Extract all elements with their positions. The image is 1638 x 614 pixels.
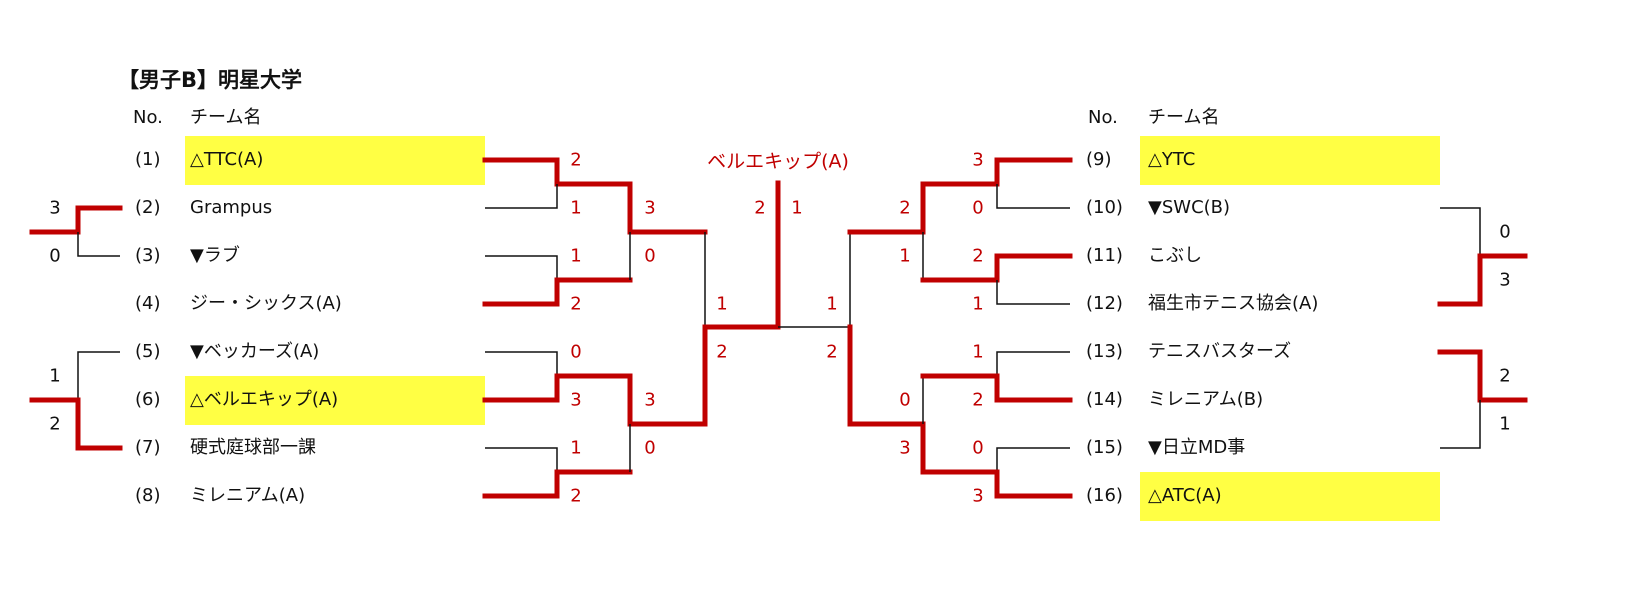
team-number: (12): [1086, 293, 1123, 314]
score: 0: [644, 245, 656, 267]
highlight-team-6: [185, 376, 485, 425]
score: 2: [754, 197, 766, 219]
team-name: テニスバスターズ: [1148, 341, 1292, 362]
score: 1: [972, 293, 984, 315]
score: 0: [899, 389, 911, 411]
score: 3: [570, 389, 582, 411]
team-name: ミレニアム(A): [190, 485, 306, 506]
team-number: (5): [135, 341, 161, 362]
score: 1: [826, 293, 838, 315]
score: 2: [899, 197, 911, 219]
right-no-header: No.: [1088, 107, 1118, 128]
team-name: ▼SWC(B): [1148, 197, 1231, 218]
highlight-team-16: [1140, 472, 1440, 521]
team-number: (3): [135, 245, 161, 266]
left-no-header: No.: [133, 107, 163, 128]
score: 2: [570, 485, 582, 507]
team-name: ミレニアム(B): [1148, 389, 1264, 410]
team-name: Grampus: [190, 197, 273, 218]
highlight-team-9: [1140, 136, 1440, 185]
team-number: (14): [1086, 389, 1123, 410]
team-number: (9): [1086, 149, 1112, 170]
team-number: (7): [135, 437, 161, 458]
bracket-title: 【男子B】明星大学: [118, 68, 303, 92]
team-number: (1): [135, 149, 161, 170]
score: 3: [644, 389, 656, 411]
champion-label: ベルエキップ(A): [707, 150, 849, 173]
team-name: △ATC(A): [1148, 485, 1222, 506]
team-name: ▼ベッカーズ(A): [190, 341, 320, 362]
team-number: (13): [1086, 341, 1123, 362]
score: 2: [570, 149, 582, 171]
score: 3: [972, 149, 984, 171]
score: 1: [972, 341, 984, 363]
score: 2: [49, 413, 61, 435]
score: 0: [49, 245, 61, 267]
team-name: △TTC(A): [190, 149, 264, 170]
team-number: (6): [135, 389, 161, 410]
right-team-header: チーム名: [1148, 107, 1220, 128]
score: 1: [570, 437, 582, 459]
score: 0: [644, 437, 656, 459]
score: 1: [570, 245, 582, 267]
score: 2: [826, 341, 838, 363]
team-name: △ベルエキップ(A): [190, 389, 339, 410]
team-name: こぶし: [1148, 245, 1202, 266]
team-number: (11): [1086, 245, 1123, 266]
score: 1: [791, 197, 803, 219]
team-number: (2): [135, 197, 161, 218]
team-name: △YTC: [1148, 149, 1196, 170]
team-name: 硬式庭球部一課: [190, 437, 316, 458]
team-number: (16): [1086, 485, 1123, 506]
score: 0: [972, 197, 984, 219]
left-team-header: チーム名: [190, 107, 262, 128]
score: 3: [899, 437, 911, 459]
team-number: (4): [135, 293, 161, 314]
score: 3: [1499, 269, 1511, 291]
team-name: ジー・シックス(A): [190, 293, 342, 314]
score: 0: [570, 341, 582, 363]
team-name: ▼日立MD事: [1148, 437, 1246, 458]
score: 2: [972, 389, 984, 411]
team-name: ▼ラブ: [190, 245, 240, 266]
score: 3: [644, 197, 656, 219]
score: 3: [49, 197, 61, 219]
score: 2: [972, 245, 984, 267]
score: 0: [1499, 221, 1511, 243]
score: 2: [570, 293, 582, 315]
team-number: (8): [135, 485, 161, 506]
team-name: 福生市テニス協会(A): [1148, 293, 1319, 314]
score: 0: [972, 437, 984, 459]
score: 1: [1499, 413, 1511, 435]
score: 3: [972, 485, 984, 507]
score: 1: [570, 197, 582, 219]
score: 1: [49, 365, 61, 387]
score: 1: [899, 245, 911, 267]
score: 1: [716, 293, 728, 315]
score: 2: [716, 341, 728, 363]
score: 2: [1499, 365, 1511, 387]
team-number: (10): [1086, 197, 1123, 218]
team-number: (15): [1086, 437, 1123, 458]
highlight-team-1: [185, 136, 485, 185]
